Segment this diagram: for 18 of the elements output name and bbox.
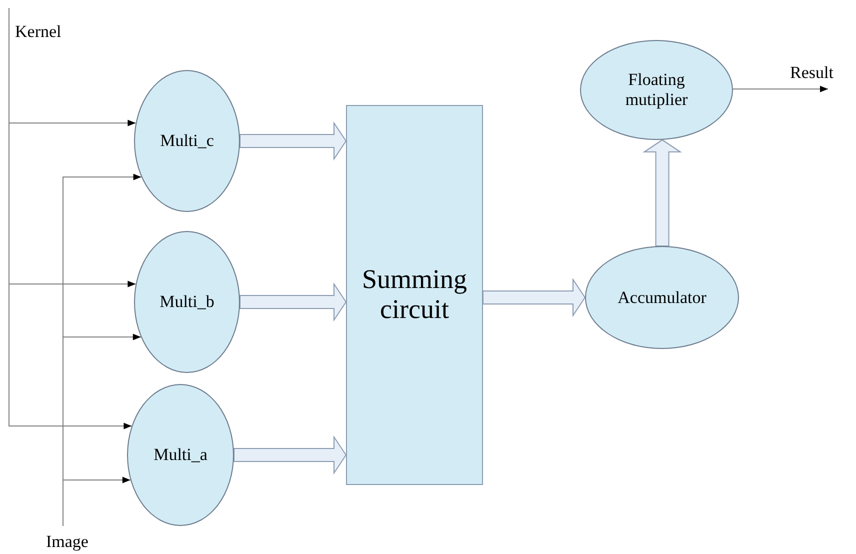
node-label: Summing circuit: [360, 265, 468, 325]
process-box: [346, 105, 483, 485]
signal-label: Kernel: [15, 23, 62, 40]
node-label: Multi_a: [154, 445, 208, 465]
block-arrow: [240, 121, 347, 161]
block-arrow: [240, 282, 347, 322]
block-arrow: [482, 278, 586, 318]
arrow: [732, 86, 828, 92]
block-arrow: [642, 139, 682, 246]
arrow: [8, 8, 132, 430]
node-label: Multi_b: [160, 292, 214, 312]
signal-label: Image: [46, 533, 88, 550]
arrow: [62, 476, 131, 526]
node-label: Floating mutiplier: [624, 70, 689, 110]
node-label: Multi_c: [160, 131, 214, 151]
node-label: Accumulator: [618, 288, 706, 308]
signal-label: Result: [790, 64, 834, 81]
block-arrow: [234, 435, 347, 475]
